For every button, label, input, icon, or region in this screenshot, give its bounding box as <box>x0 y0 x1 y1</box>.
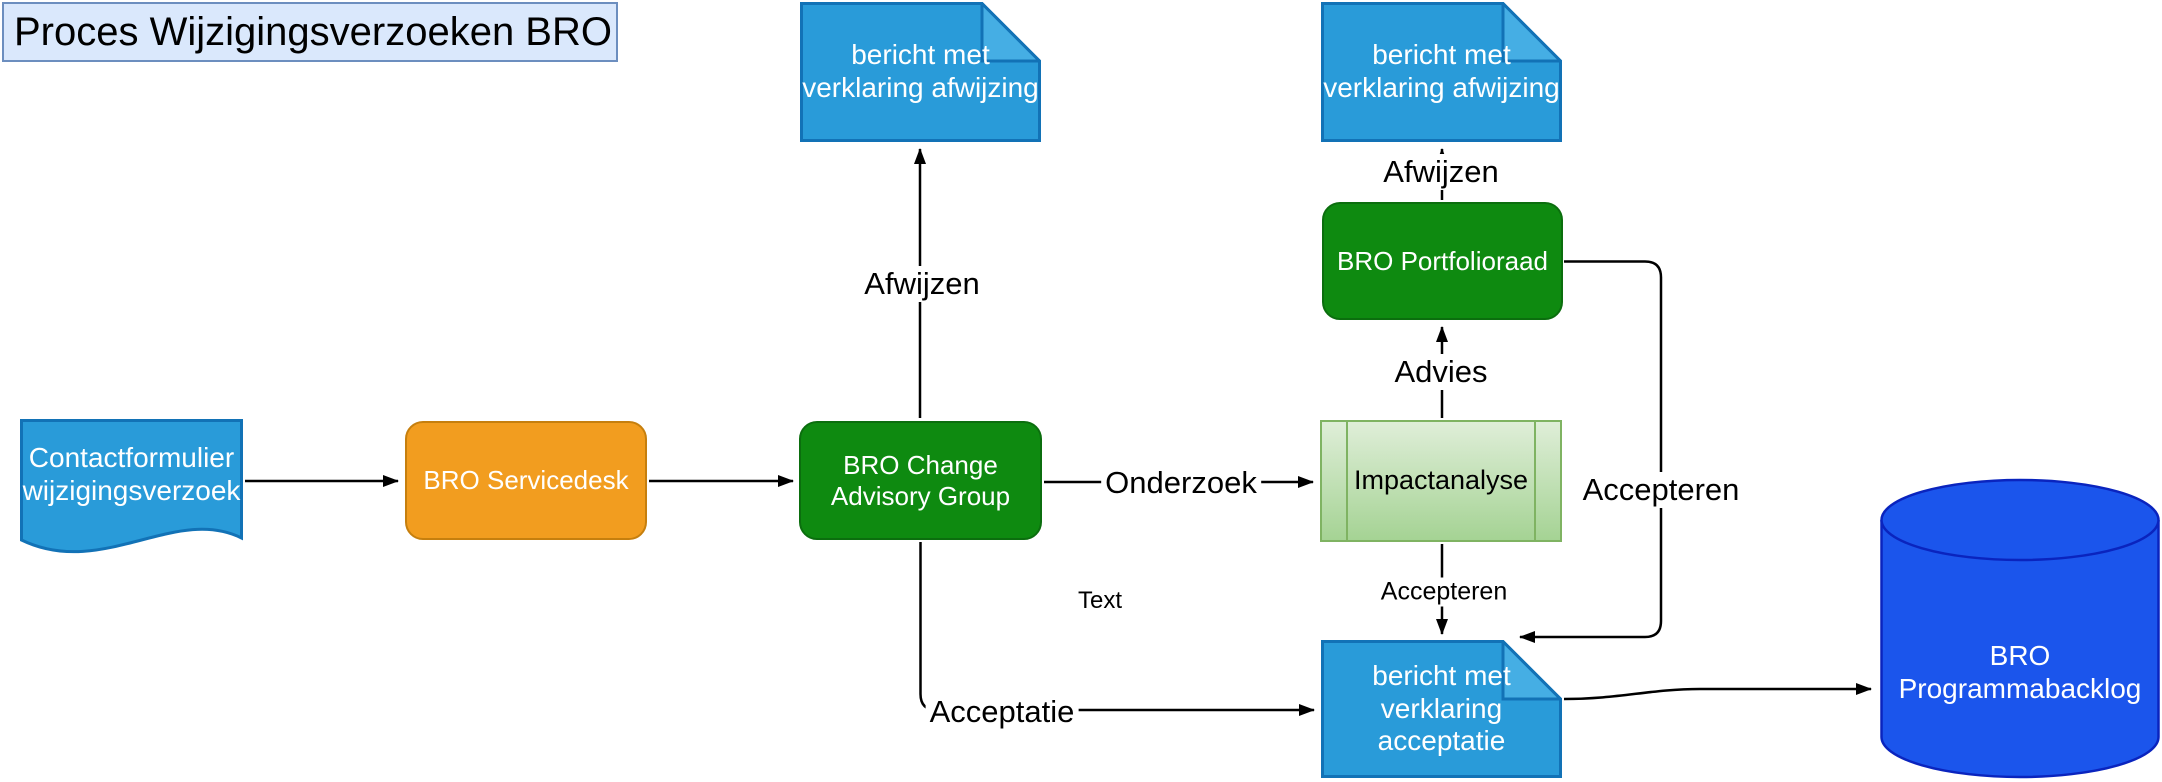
node-label: BRO Servicedesk <box>423 465 629 496</box>
node-label: bericht met verklaring afwijzing <box>802 39 1039 103</box>
process-bar-icon <box>1346 422 1348 540</box>
note-shape-icon <box>1321 2 1562 142</box>
cylinder-shape-icon <box>1880 478 2160 779</box>
edge-label-advies[interactable]: Advies <box>1390 354 1492 390</box>
note-fold-icon <box>1501 640 1562 701</box>
edge-portfolioraad-acceptance[interactable] <box>1519 260 1663 643</box>
edge-label-accepteren-right[interactable]: Accepteren <box>1578 472 1744 508</box>
node-label: BRO Portfolioraad <box>1337 245 1548 276</box>
note-shape-icon <box>1321 640 1562 778</box>
node-label: BRO Programmabacklog <box>1898 640 2142 704</box>
note-fold-icon <box>1501 2 1562 63</box>
free-text-label[interactable]: Text <box>1077 587 1123 614</box>
document-shape-icon <box>20 419 243 554</box>
diagram-title-text: Proces Wijzigingsverzoeken BRO <box>14 9 612 54</box>
node-label: Impactanalyse <box>1353 465 1529 496</box>
edge-acceptance-backlog[interactable] <box>1563 683 1872 701</box>
node-label: BRO Change Advisory Group <box>830 449 1011 511</box>
edge-label-accepteren-down[interactable]: Accepteren <box>1376 577 1512 607</box>
diagram-title[interactable]: Proces Wijzigingsverzoeken BRO <box>2 2 618 62</box>
process-bar-icon <box>1534 422 1536 540</box>
node-label: bericht met verklaring acceptatie <box>1372 659 1511 757</box>
node-servicedesk[interactable]: BRO Servicedesk <box>405 421 647 540</box>
note-shape-icon <box>800 2 1041 142</box>
node-label: bericht met verklaring afwijzing <box>1323 39 1560 103</box>
node-acceptance-note[interactable]: bericht met verklaring acceptatie <box>1321 640 1562 778</box>
node-label: Contactformulier wijzigingsverzoek <box>22 442 241 506</box>
node-change-advisory-group[interactable]: BRO Change Advisory Group <box>799 421 1042 540</box>
edge-label-afwijzen-left[interactable]: Afwijzen <box>860 266 984 302</box>
node-impactanalyse[interactable]: Impactanalyse <box>1320 420 1562 542</box>
node-contact-form[interactable]: Contactformulier wijzigingsverzoek <box>20 419 243 561</box>
edge-cag-acceptance[interactable] <box>919 542 1315 716</box>
node-rejection-note-left[interactable]: bericht met verklaring afwijzing <box>800 2 1041 142</box>
node-rejection-note-right[interactable]: bericht met verklaring afwijzing <box>1321 2 1562 142</box>
edge-label-onderzoek[interactable]: Onderzoek <box>1101 465 1261 501</box>
edge-label-acceptatie[interactable]: Acceptatie <box>925 694 1079 730</box>
node-programmabacklog[interactable]: BRO Programmabacklog <box>1880 478 2160 780</box>
edge-label-afwijzen-right[interactable]: Afwijzen <box>1379 154 1503 190</box>
node-portfolioraad[interactable]: BRO Portfolioraad <box>1322 202 1563 320</box>
note-fold-icon <box>980 2 1041 63</box>
